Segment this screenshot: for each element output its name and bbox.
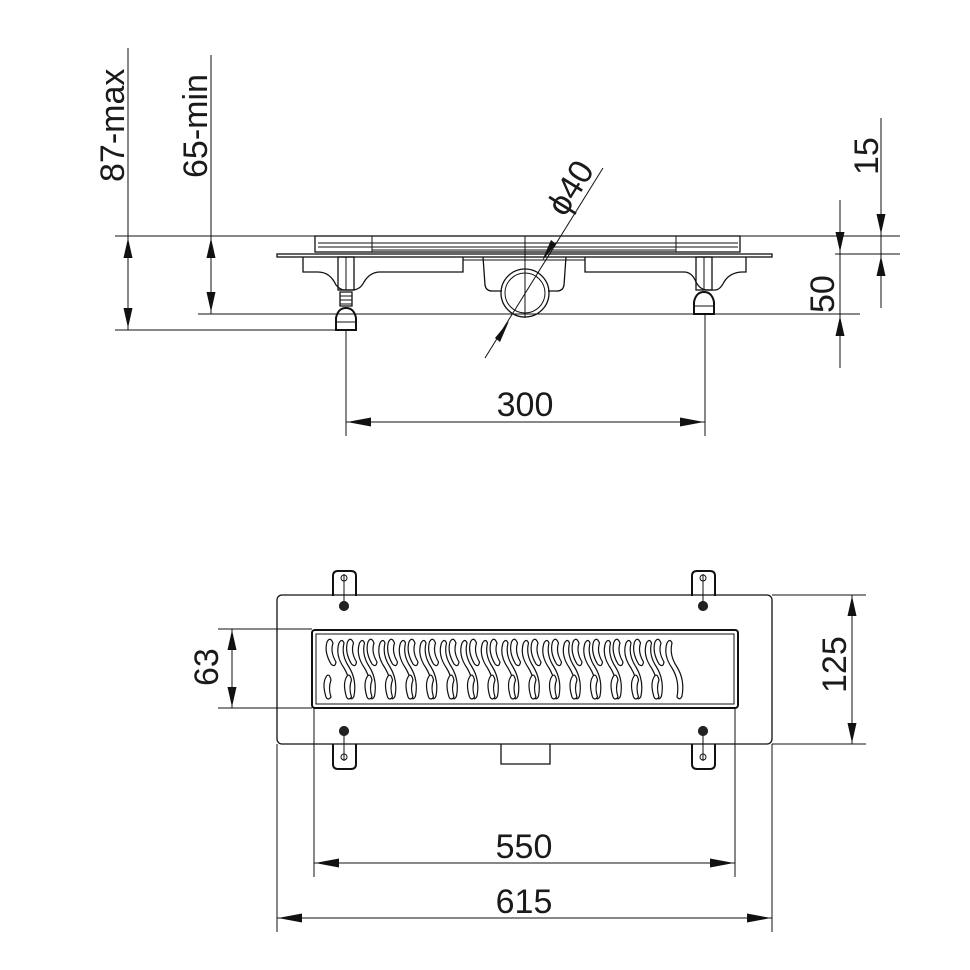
grate-profile <box>314 235 741 253</box>
label-65-min: 65-min <box>177 74 215 178</box>
channel-right <box>584 257 747 291</box>
label-300: 300 <box>497 386 554 424</box>
grate-slot <box>366 638 378 667</box>
grate-slot <box>487 674 496 700</box>
grate-slot <box>428 638 440 667</box>
dimension-125: 125 <box>772 594 866 745</box>
grate-slot <box>466 674 476 700</box>
grate-slot <box>364 674 373 700</box>
grate-slot <box>630 674 640 700</box>
grate-slot <box>489 638 501 667</box>
drain-body-profile <box>276 235 773 331</box>
grate-slot <box>425 674 435 700</box>
grate-slot <box>507 674 517 700</box>
label-diameter: ϕ40 <box>540 154 602 222</box>
grate-slot <box>384 674 394 700</box>
label-615: 615 <box>496 883 553 921</box>
grate-slot <box>653 638 665 667</box>
grate-slot <box>448 638 460 667</box>
grate-slot <box>325 638 337 667</box>
grate-slot <box>569 674 578 700</box>
grate-slot <box>548 674 558 700</box>
grate-slot <box>665 639 684 700</box>
grate-slot <box>651 674 660 700</box>
dimension-300: 300 <box>345 314 706 436</box>
grate-slot <box>612 638 624 667</box>
dimension-63: 63 <box>188 628 312 709</box>
label-550: 550 <box>496 828 553 866</box>
dimension-65-min: 65-min <box>177 55 216 314</box>
grate-slot <box>323 674 332 700</box>
grate-slot <box>592 638 604 667</box>
label-63: 63 <box>188 648 226 686</box>
label-125: 125 <box>816 636 854 693</box>
dimension-87-max: 87-max <box>94 48 133 330</box>
top-view: 63 125 550 615 <box>188 570 866 932</box>
grate-slot <box>405 674 414 700</box>
grate-slot <box>633 638 645 667</box>
dimension-550: 550 <box>314 828 735 868</box>
drain-frame <box>276 594 773 745</box>
dimension-diameter-40: ϕ40 <box>484 154 604 359</box>
grate-slots <box>323 638 684 700</box>
left-adjustable-foot <box>335 256 357 331</box>
grate-slot <box>530 638 542 667</box>
right-adjustable-foot <box>693 256 715 315</box>
grate-slot <box>510 638 522 667</box>
label-87-max: 87-max <box>94 69 132 182</box>
grate-slot <box>571 638 583 667</box>
label-15: 15 <box>848 137 886 175</box>
grate-outer <box>311 629 739 709</box>
grate-slot <box>589 674 599 700</box>
grate-inner <box>315 633 735 705</box>
dimension-50: 50 <box>804 200 845 368</box>
dimension-15: 15 <box>848 118 886 308</box>
grate-slot <box>446 674 455 700</box>
grate-slot <box>407 638 419 667</box>
grate-slot <box>346 638 358 667</box>
dimension-615: 615 <box>277 883 772 923</box>
label-50: 50 <box>804 275 842 313</box>
channel-left <box>302 257 464 291</box>
grate-slot <box>343 674 353 700</box>
grate-slot <box>387 638 399 667</box>
grate-slot <box>528 674 537 700</box>
grate-slot <box>469 638 481 667</box>
outlet-stub <box>500 744 551 765</box>
grate-slot <box>551 638 563 667</box>
side-view: 87-max 65-min <box>94 48 900 436</box>
grate-slot <box>610 674 619 700</box>
